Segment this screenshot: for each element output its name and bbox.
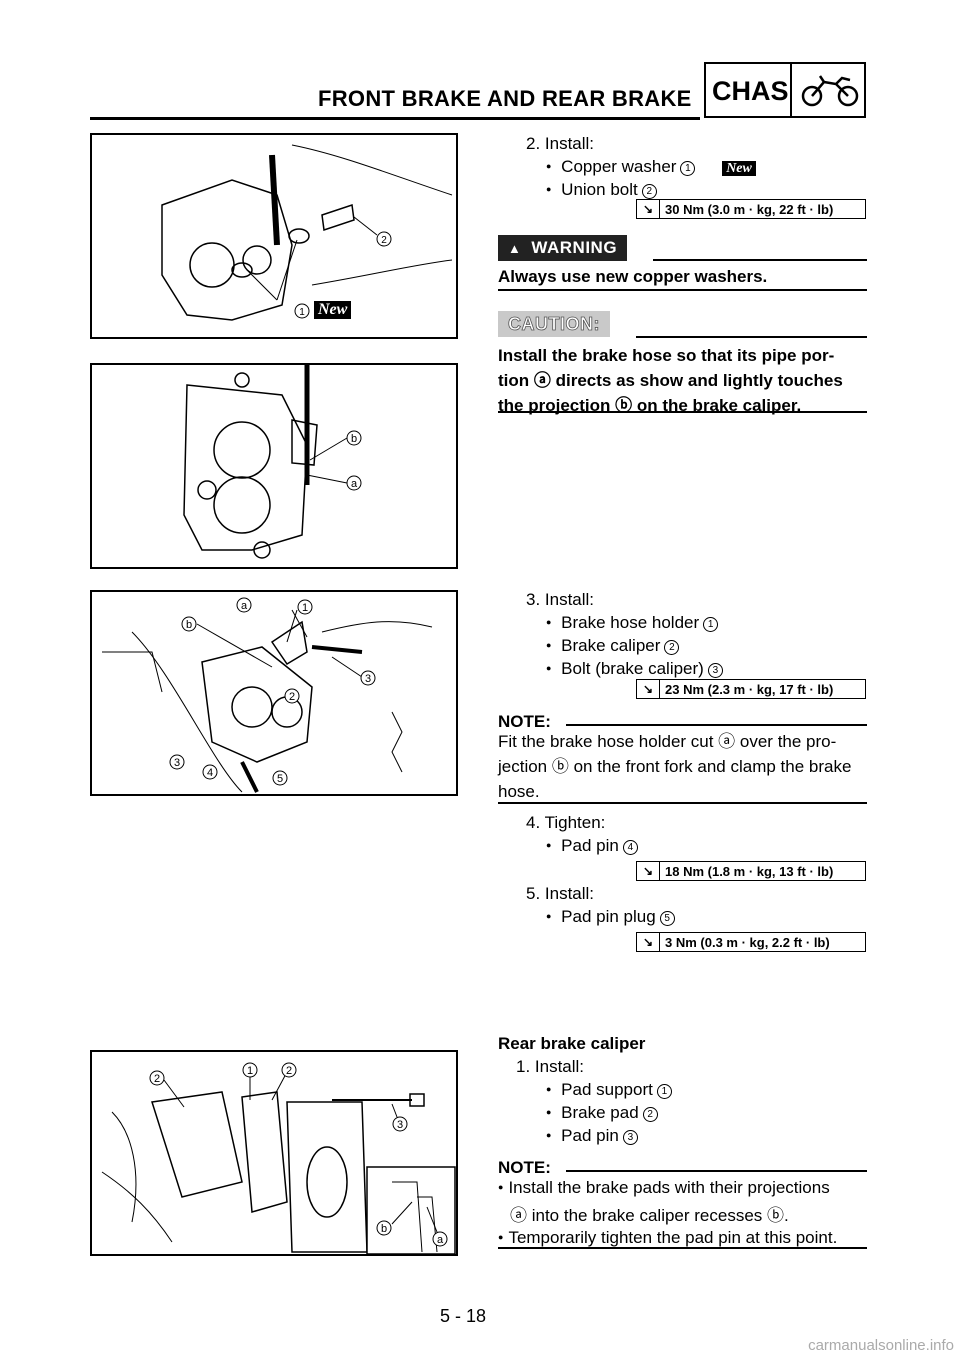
figure-3-callout-2: 2 <box>289 691 295 703</box>
wrench-icon: ↘ <box>637 200 660 218</box>
step-2-heading: 2. Install: <box>526 134 595 153</box>
figure-4-drawing: 2 1 2 3 b a <box>101 1062 456 1255</box>
rear-step-1-heading: 1. Install: <box>516 1057 585 1076</box>
figure-1-callout-1: 1 <box>299 307 305 318</box>
figure-4-callout-2a: 2 <box>154 1073 160 1085</box>
figure-2-drawing: b a <box>183 365 362 559</box>
figure-3-callout-a: a <box>241 600 248 612</box>
caution-badge: CAUTION: <box>498 311 610 337</box>
caution-rule <box>636 336 867 338</box>
note-2-label: NOTE: <box>498 1158 551 1177</box>
caution-bottom-rule <box>498 411 867 413</box>
figure-4-callout-2b: 2 <box>286 1065 292 1077</box>
new-badge: New <box>722 161 756 176</box>
step-3-heading: 3. Install: <box>526 590 595 609</box>
figure-2-callout-a: a <box>351 478 358 490</box>
section-box <box>704 62 866 118</box>
figure-brake-hose-holder: a 1 b 3 2 3 4 5 <box>90 590 458 796</box>
motorcycle-icon <box>801 75 859 107</box>
figure-front-caliper-union-bolt: 1 2 New <box>90 133 458 339</box>
header-rule <box>90 117 700 120</box>
figure-1-callout-2: 2 <box>381 235 387 246</box>
figure-4-callout-b: b <box>381 1223 387 1235</box>
note-1-rule <box>566 724 867 726</box>
note-2-bullet-1: Install the brake pads with their projec… <box>498 1175 829 1228</box>
figure-brake-hose-pipe: b a <box>90 363 458 569</box>
wrench-icon: ↘ <box>637 680 660 698</box>
step-3-item-3: Bolt (brake caliper)3 <box>546 659 723 679</box>
torque-spec-4: ↘3 Nm (0.3 m · kg, 2.2 ft · lb) <box>636 932 866 952</box>
warning-badge: ▲WARNING <box>498 235 628 261</box>
figure-3-callout-3a: 3 <box>365 673 371 685</box>
torque-spec-2: ↘23 Nm (2.3 m · kg, 17 ft · lb) <box>636 679 866 699</box>
warning-triangle-icon: ▲ <box>508 240 522 256</box>
figure-3-callout-4: 4 <box>207 767 213 779</box>
warning-text: Always use new copper washers. <box>498 267 768 286</box>
figure-3-drawing: a 1 b 3 2 3 4 5 <box>102 597 433 793</box>
torque-spec-3: ↘18 Nm (1.8 m · kg, 13 ft · lb) <box>636 861 866 881</box>
figure-3-callout-b: b <box>186 619 192 631</box>
wrench-icon: ↘ <box>637 862 660 880</box>
page-number: 5 - 18 <box>440 1306 487 1326</box>
note-2-bottom-rule <box>498 1247 867 1249</box>
note-2-rule <box>566 1170 867 1172</box>
note-1-label: NOTE: <box>498 712 551 731</box>
figure-2-callout-b: b <box>351 433 357 445</box>
torque-spec-1: ↘30 Nm (3.0 m · kg, 22 ft · lb) <box>636 199 866 219</box>
figure-rear-brake-caliper: 2 1 2 3 b a <box>90 1050 458 1256</box>
note-1-text: Fit the brake hose holder cut ⓐ over the… <box>498 732 852 801</box>
caution-text: Install the brake hose so that its pipe … <box>498 346 843 415</box>
section-label: CHAS <box>712 76 789 106</box>
figure-1-drawing: 1 2 <box>161 144 453 321</box>
page-title: FRONT BRAKE AND REAR BRAKE <box>318 86 692 111</box>
step-5-heading: 5. Install: <box>526 884 595 903</box>
figure-3-callout-1: 1 <box>302 602 308 614</box>
figure-1-new-badge: New <box>314 301 352 319</box>
figure-3-callout-3b: 3 <box>174 757 180 769</box>
warning-rule <box>653 259 867 261</box>
rear-section-title: Rear brake caliper <box>498 1034 646 1053</box>
wrench-icon: ↘ <box>637 933 660 951</box>
figure-3-callout-5: 5 <box>277 773 283 785</box>
figure-4-callout-1: 1 <box>247 1065 253 1077</box>
figure-4-callout-a: a <box>437 1234 444 1246</box>
warning-bottom-rule <box>498 289 867 291</box>
watermark: carmanualsonline.info <box>808 1337 954 1354</box>
section-divider <box>790 62 792 118</box>
note-1-bottom-rule <box>498 802 867 804</box>
figure-4-callout-3: 3 <box>397 1119 403 1131</box>
step-4-heading: 4. Tighten: <box>526 813 606 832</box>
note-2-bullet-2: Temporarily tighten the pad pin at this … <box>498 1225 837 1253</box>
